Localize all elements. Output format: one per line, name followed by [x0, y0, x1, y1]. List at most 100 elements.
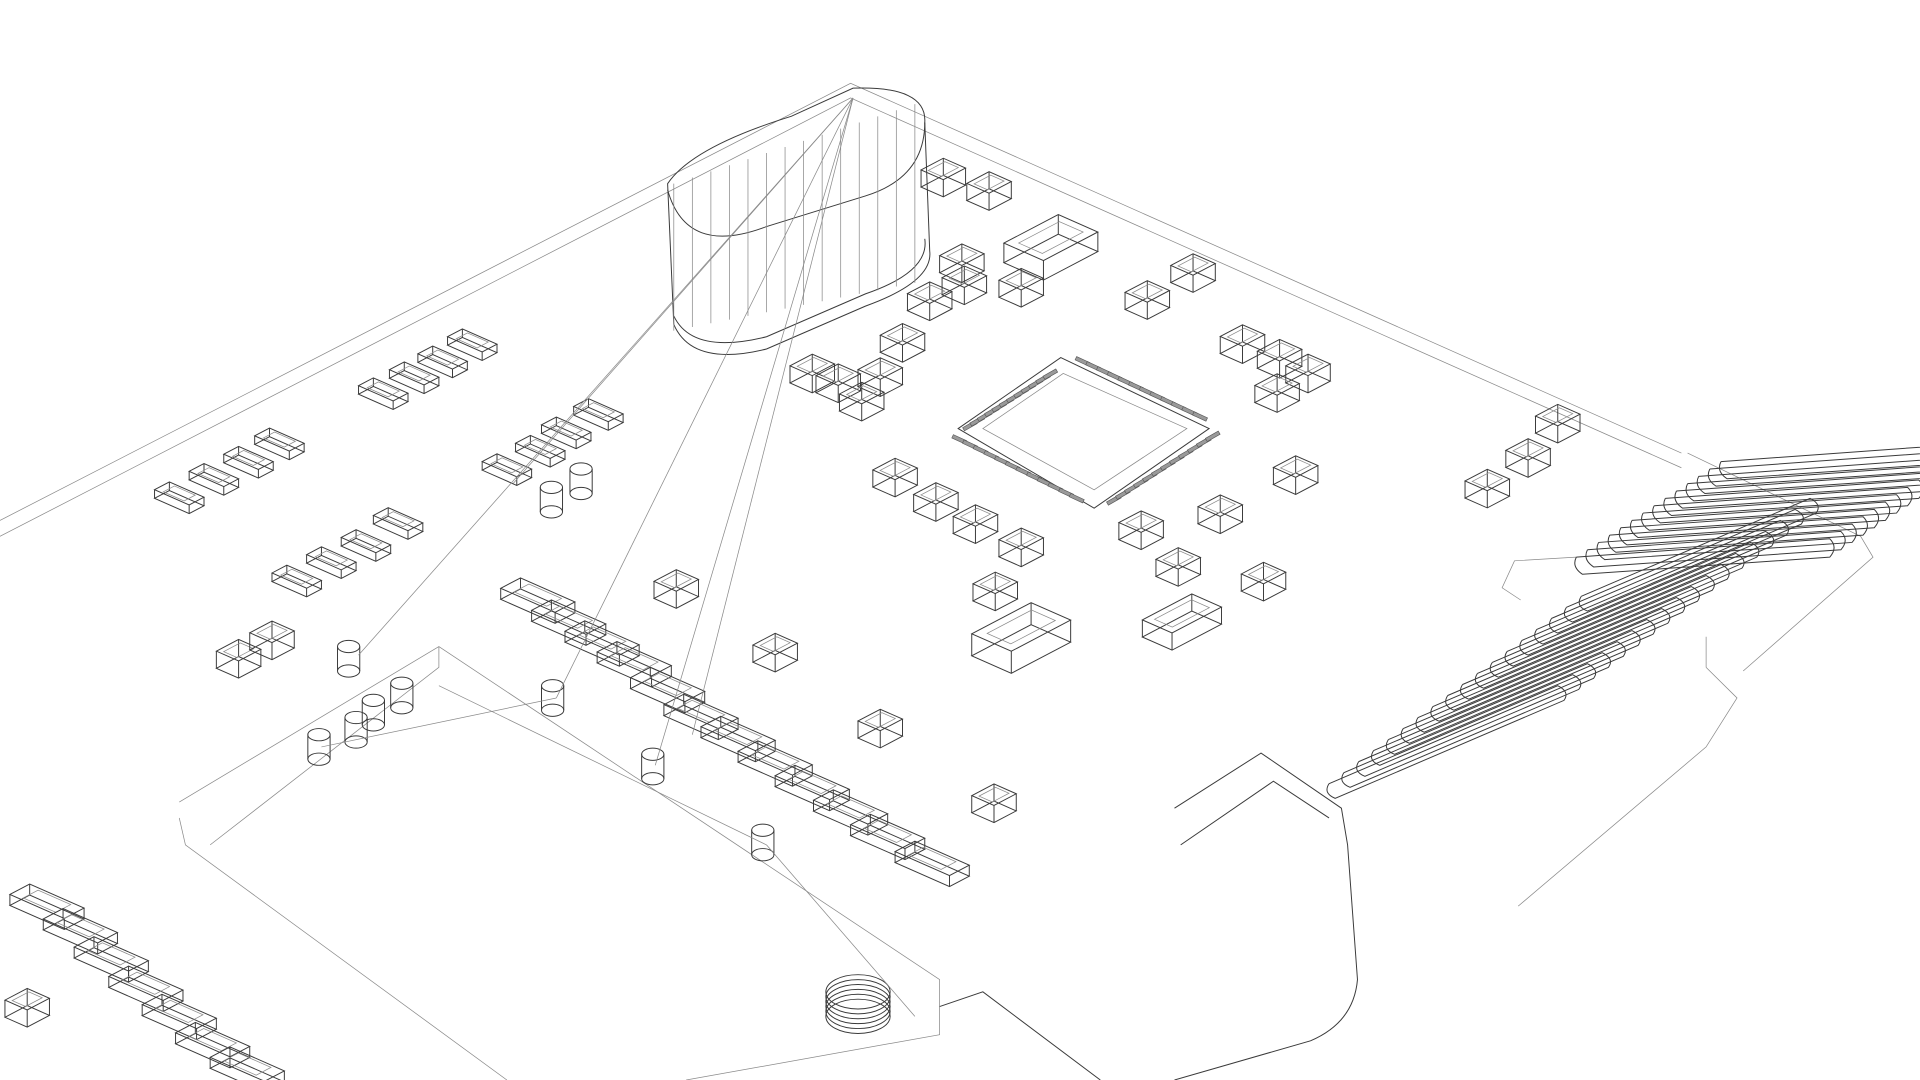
- resistor: [270, 564, 323, 598]
- connector-pin: [1629, 501, 1891, 539]
- oval-mid: [667, 122, 926, 237]
- resistor-large-inset: [86, 942, 136, 966]
- connector-pin: [1663, 479, 1920, 517]
- cylinder-bottom: [569, 486, 593, 501]
- resistor-inset: [314, 550, 349, 567]
- resistor-large: [662, 693, 740, 741]
- resistor: [357, 377, 410, 411]
- resistor-large-top: [629, 666, 706, 703]
- inductor-inset: [986, 609, 1057, 645]
- resistor-large-top: [812, 789, 889, 825]
- resistor-large-inset: [513, 583, 563, 607]
- resistor-inset: [581, 402, 616, 419]
- small-component: [1253, 373, 1301, 413]
- cylinder-top: [337, 639, 361, 654]
- resistor-inset: [523, 439, 558, 455]
- cylinder-bottom: [337, 664, 361, 678]
- small-component-inset: [959, 507, 992, 524]
- resistor-inset: [490, 457, 524, 474]
- resistor-inset: [279, 568, 314, 585]
- guide-line: [654, 97, 854, 766]
- capacitor-oval-housing: [667, 87, 931, 355]
- small-component: [1169, 253, 1217, 293]
- small-component-inset: [864, 360, 897, 377]
- resistor-large: [530, 599, 607, 646]
- cylinder-bottom: [541, 703, 565, 717]
- resistor-base: [372, 515, 424, 540]
- inductor-base: [1141, 610, 1223, 651]
- resistor-inset: [381, 511, 415, 528]
- resistor-large-inset: [907, 846, 957, 870]
- connector-pin: [1445, 597, 1686, 711]
- small-component: [1219, 324, 1266, 364]
- connector-pin: [1504, 552, 1745, 667]
- connector-pin: [1534, 530, 1775, 645]
- connector-pin: [1489, 563, 1730, 678]
- coil-ring: [825, 998, 891, 1034]
- qfp-chip: [951, 356, 1221, 509]
- cylinder-top: [539, 480, 564, 494]
- connector-pin: [1519, 541, 1760, 656]
- small-component: [751, 632, 799, 673]
- small-component: [965, 171, 1013, 211]
- resistor-large-inset: [577, 626, 627, 650]
- small-component: [248, 620, 296, 661]
- small-component-inset: [11, 991, 44, 1007]
- resistor-large: [812, 789, 889, 836]
- small-component: [1240, 561, 1287, 602]
- resistor: [514, 434, 567, 468]
- small-component-inset: [945, 246, 978, 263]
- resistor-large-base: [596, 652, 673, 688]
- resistor-inset: [162, 485, 197, 502]
- small-component-inset: [796, 357, 829, 373]
- qfp-inner: [982, 373, 1188, 491]
- resistor: [253, 427, 306, 461]
- components-group: [3, 157, 1582, 1080]
- small-component-inset: [1512, 441, 1544, 458]
- small-component: [1154, 547, 1202, 587]
- guide-line: [556, 97, 854, 699]
- resistor-large-inset: [676, 699, 726, 723]
- guide-line: [691, 97, 854, 735]
- resistor-large: [596, 641, 673, 688]
- resistor-large-inset: [544, 605, 594, 629]
- small-component-inset: [979, 575, 1012, 591]
- guide-line: [321, 697, 557, 748]
- coil-ring: [825, 979, 891, 1015]
- cylinder-bottom: [539, 505, 564, 519]
- small-component-inset: [913, 284, 946, 301]
- cylinder-bottom: [751, 848, 775, 862]
- connector-pin: [1400, 630, 1641, 744]
- connector-pin: [1652, 486, 1913, 524]
- small-component: [879, 322, 926, 363]
- small-component-inset: [927, 161, 960, 177]
- resistor-large-base: [73, 947, 150, 983]
- small-component: [938, 243, 986, 284]
- connector-pin: [1607, 516, 1868, 553]
- small-component-inset: [256, 624, 288, 640]
- resistor-large-base: [849, 824, 926, 861]
- resistor-large-inset: [713, 721, 763, 745]
- resistor-large-inset: [22, 889, 72, 913]
- resistor-large-inset: [121, 971, 171, 995]
- resistor: [481, 453, 533, 486]
- guide-lines: [321, 97, 916, 1017]
- connector-pin: [1474, 574, 1715, 689]
- connector-pin: [1460, 585, 1700, 700]
- resistor: [540, 416, 593, 450]
- oval-outline: [667, 87, 931, 355]
- small-component-inset: [1204, 497, 1237, 514]
- resistor: [372, 507, 424, 540]
- small-component: [652, 569, 700, 609]
- small-component: [1123, 280, 1171, 320]
- connector-pin: [1563, 508, 1804, 623]
- qfp-pin: [1068, 492, 1085, 504]
- inductor-top: [970, 602, 1072, 652]
- resistor: [305, 546, 358, 580]
- small-component-inset: [1131, 283, 1164, 300]
- small-component-inset: [1005, 271, 1038, 287]
- cylinder-component: [569, 462, 593, 501]
- connector-pin: [1385, 641, 1626, 755]
